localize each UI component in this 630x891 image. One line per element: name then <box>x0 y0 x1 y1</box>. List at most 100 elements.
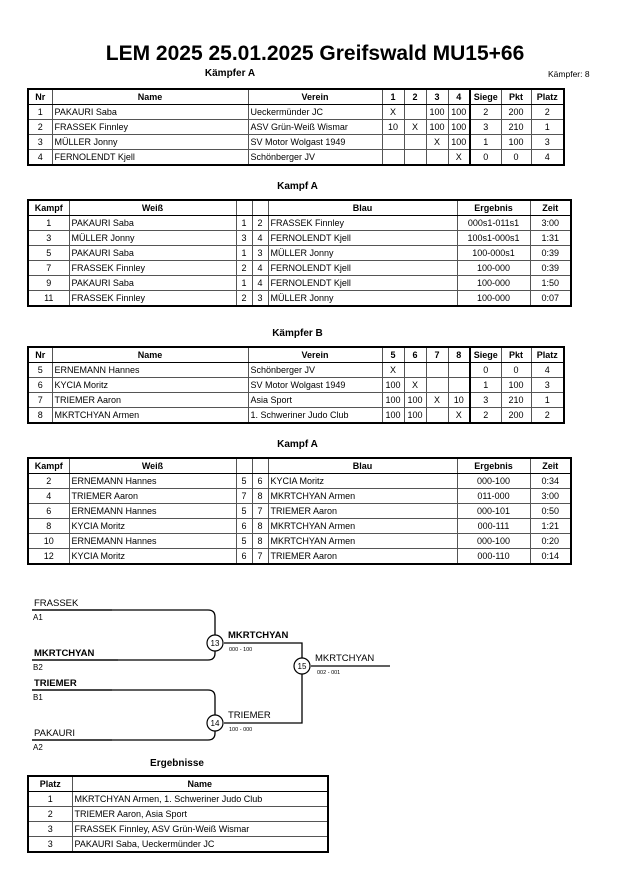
semifinal-1-winner: MKRTCHYAN <box>228 630 288 641</box>
cell-verein: Ueckermünder JC <box>247 104 383 120</box>
cell-weiss-nr: 6 <box>235 548 253 565</box>
cell-weiss-nr: 7 <box>235 488 253 504</box>
page-title: LEM 2025 25.01.2025 Greifswald MU15+66 <box>105 42 525 65</box>
cell-kampf: 11 <box>27 290 70 307</box>
cell-blau: FERNOLENDT Kjell <box>267 260 458 276</box>
cell-score-1: 100 <box>381 392 405 408</box>
cell-siege: 0 <box>469 362 502 378</box>
semifinal-1-score: 000 - 100 <box>229 647 252 653</box>
pool-b-standings-table: Nr Name Verein 5 6 7 8 Siege Pkt Platz 5… <box>27 346 565 424</box>
cell-platz: 3 <box>27 836 73 853</box>
cell-name: MKRTCHYAN Armen, 1. Schweriner Judo Club <box>71 791 329 807</box>
cell-verein: Asia Sport <box>247 392 383 408</box>
cell-score-1 <box>381 134 405 150</box>
cell-verein: 1. Schweriner Judo Club <box>247 407 383 424</box>
cell-score-1: X <box>381 104 405 120</box>
cell-pkt: 210 <box>500 392 532 408</box>
bracket-entry-2-seed: B2 <box>33 663 43 672</box>
cell-ergebnis: 000-100 <box>456 473 531 489</box>
cell-score-2: X <box>403 119 427 135</box>
cell-pkt: 200 <box>500 407 532 424</box>
col-opponent-8: 8 <box>447 346 471 363</box>
semifinal-2-number: 14 <box>211 719 220 728</box>
cell-score-2 <box>403 149 427 166</box>
cell-blau-nr: 6 <box>251 473 269 489</box>
cell-blau-nr: 8 <box>251 518 269 534</box>
cell-score-2: 100 <box>403 407 427 424</box>
cell-platz: 1 <box>27 791 73 807</box>
cell-ergebnis: 011-000 <box>456 488 531 504</box>
cell-name: KYCIA Moritz <box>51 377 249 393</box>
cell-name: TRIEMER Aaron, Asia Sport <box>71 806 329 822</box>
cell-score-4: 10 <box>447 392 471 408</box>
cell-platz: 3 <box>530 377 565 393</box>
col-platz: Platz <box>530 346 565 363</box>
cell-siege: 3 <box>469 392 502 408</box>
bracket-entry-3-name: TRIEMER <box>34 678 77 689</box>
fighters-count-label: Kämpfer: 8 <box>548 69 590 79</box>
col-zeit: Zeit <box>529 457 572 474</box>
bracket-entry-1-seed: A1 <box>33 613 43 622</box>
cell-weiss-nr: 2 <box>235 260 253 276</box>
cell-weiss-nr: 5 <box>235 533 253 549</box>
cell-weiss-nr: 5 <box>235 473 253 489</box>
cell-score-2 <box>403 362 427 378</box>
cell-score-1 <box>381 149 405 166</box>
cell-blau-nr: 7 <box>251 548 269 565</box>
semifinal-2-winner: TRIEMER <box>228 710 271 721</box>
cell-weiss: PAKAURI Saba <box>68 215 237 231</box>
cell-name: MKRTCHYAN Armen <box>51 407 249 424</box>
col-opponent-1: 1 <box>381 88 405 105</box>
cell-blau-nr: 4 <box>251 260 269 276</box>
cell-siege: 3 <box>469 119 502 135</box>
pool-b-matches-heading: Kampf A <box>277 439 318 450</box>
col-kampf: Kampf <box>27 199 70 216</box>
cell-zeit: 0:39 <box>529 245 572 261</box>
cell-platz: 2 <box>530 104 565 120</box>
cell-ergebnis: 000-110 <box>456 548 531 565</box>
cell-platz: 3 <box>530 134 565 150</box>
cell-ergebnis: 000-100 <box>456 533 531 549</box>
col-verein: Verein <box>247 88 383 105</box>
col-opponent-2: 2 <box>403 88 427 105</box>
cell-score-1: X <box>381 362 405 378</box>
cell-kampf: 1 <box>27 215 70 231</box>
cell-kampf: 2 <box>27 473 70 489</box>
col-opponent-3: 3 <box>425 88 449 105</box>
cell-score-4: 100 <box>447 119 471 135</box>
bracket-entry-3-seed: B1 <box>33 693 43 702</box>
col-nr: Nr <box>27 88 53 105</box>
col-ergebnis: Ergebnis <box>456 457 531 474</box>
final-winner: MKRTCHYAN <box>315 653 374 664</box>
cell-verein: ASV Grün-Weiß Wismar <box>247 119 383 135</box>
col-nr: Nr <box>27 346 53 363</box>
cell-name: TRIEMER Aaron <box>51 392 249 408</box>
cell-kampf: 7 <box>27 260 70 276</box>
cell-score-2: X <box>403 377 427 393</box>
cell-weiss: ERNEMANN Hannes <box>68 533 237 549</box>
cell-kampf: 5 <box>27 245 70 261</box>
cell-pkt: 100 <box>500 134 532 150</box>
cell-weiss: ERNEMANN Hannes <box>68 473 237 489</box>
cell-zeit: 3:00 <box>529 488 572 504</box>
col-siege: Siege <box>469 346 502 363</box>
cell-platz: 1 <box>530 119 565 135</box>
cell-blau: TRIEMER Aaron <box>267 548 458 565</box>
cell-score-4: 100 <box>447 104 471 120</box>
cell-blau-nr: 2 <box>251 215 269 231</box>
col-pkt: Pkt <box>500 346 532 363</box>
table-header-row: Nr Name Verein 1 2 3 4 Siege Pkt Platz <box>27 88 565 105</box>
cell-ergebnis: 100-000 <box>456 260 531 276</box>
cell-ergebnis: 100-000s1 <box>456 245 531 261</box>
